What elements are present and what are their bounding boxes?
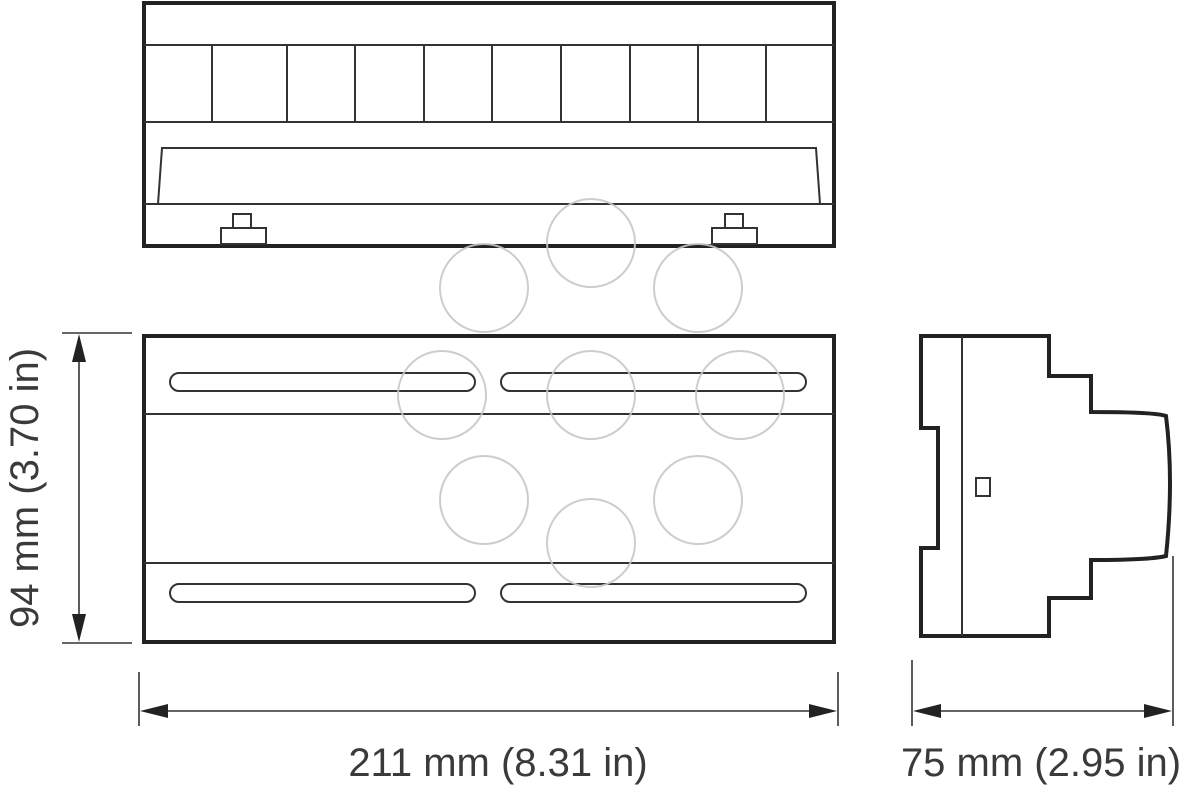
side-view-indicator bbox=[975, 477, 991, 497]
vent-slot bbox=[169, 583, 476, 603]
front-view-outline bbox=[142, 334, 836, 644]
vent-slot bbox=[500, 372, 807, 392]
side-view bbox=[919, 334, 1172, 638]
arrow-head bbox=[72, 334, 86, 362]
clip-right bbox=[711, 213, 758, 245]
arrow-head bbox=[72, 614, 86, 642]
watermark-logo-icon bbox=[397, 198, 785, 588]
width-label: 211 mm (8.31 in) bbox=[348, 741, 647, 785]
width-dimension: 211 mm (8.31 in) bbox=[138, 672, 839, 785]
arrow-head bbox=[140, 704, 168, 718]
terminal-slots bbox=[211, 45, 767, 122]
vent-slot bbox=[500, 583, 807, 603]
front-view bbox=[142, 334, 836, 644]
height-dimension: 94 mm (3.70 in) bbox=[3, 332, 132, 644]
top-view bbox=[142, 1, 836, 248]
arrow-head bbox=[913, 704, 941, 718]
clip-left bbox=[220, 213, 267, 245]
arrow-head bbox=[809, 704, 837, 718]
side-view-outline bbox=[919, 334, 1172, 638]
label-window bbox=[157, 147, 821, 205]
depth-label: 75 mm (2.95 in) bbox=[901, 741, 1181, 785]
top-view-outline bbox=[142, 1, 836, 248]
depth-dimension: 75 mm (2.95 in) bbox=[901, 556, 1181, 785]
arrow-head bbox=[1144, 704, 1172, 718]
vent-slot bbox=[169, 372, 476, 392]
height-label: 94 mm (3.70 in) bbox=[3, 348, 47, 628]
